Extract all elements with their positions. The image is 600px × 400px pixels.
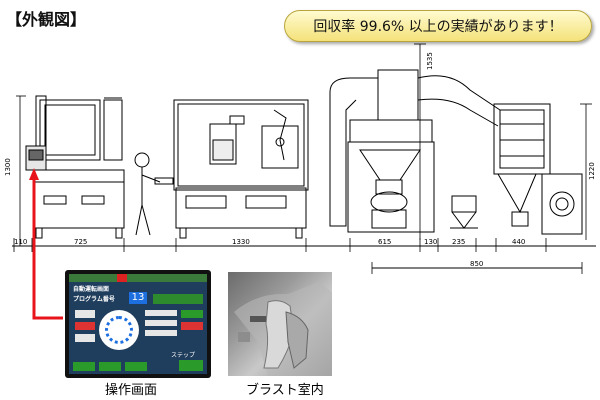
dim-130: 130 bbox=[424, 238, 437, 246]
dim-850: 850 bbox=[470, 260, 483, 268]
red-pointer-arrowhead bbox=[29, 168, 39, 180]
banner-text: 回収率 99.6% 以上の実績があります！ bbox=[313, 19, 563, 35]
operation-screen-image: 自動運転画面 プログラム番号 13 ステップ bbox=[65, 270, 211, 378]
small-hopper bbox=[450, 195, 478, 229]
dim-1300: 1300 bbox=[4, 158, 12, 176]
screen-dial-icon bbox=[99, 310, 139, 350]
dim-235: 235 bbox=[452, 238, 465, 246]
dim-615: 615 bbox=[378, 238, 391, 246]
blast-cabinet bbox=[173, 99, 309, 239]
control-unit bbox=[25, 95, 125, 239]
screen-program-label: プログラム番号 bbox=[73, 296, 115, 303]
caption-operation-screen: 操作画面 bbox=[105, 383, 158, 398]
dim-1330: 1330 bbox=[232, 238, 250, 246]
dim-1220: 1220 bbox=[588, 162, 596, 180]
red-pointer-arrow bbox=[32, 175, 63, 320]
operator-figure bbox=[134, 152, 174, 236]
caption-blast-room: ブラスト室内 bbox=[246, 383, 324, 398]
dim-110: 110 bbox=[14, 238, 27, 246]
blast-room-photo bbox=[228, 272, 332, 376]
dim-725: 725 bbox=[74, 238, 87, 246]
dust-collector bbox=[493, 103, 583, 235]
cyclone-separator bbox=[329, 69, 501, 233]
recovery-rate-banner: 回収率 99.6% 以上の実績があります！ bbox=[284, 10, 592, 42]
screen-header: 自動運転画面 bbox=[73, 286, 110, 293]
dim-1535: 1535 bbox=[426, 52, 434, 70]
screen-step-label: ステップ bbox=[171, 352, 196, 359]
page-title: 【外観図】 bbox=[6, 10, 87, 29]
dim-440: 440 bbox=[512, 238, 525, 246]
screen-program-number: 13 bbox=[129, 292, 147, 304]
